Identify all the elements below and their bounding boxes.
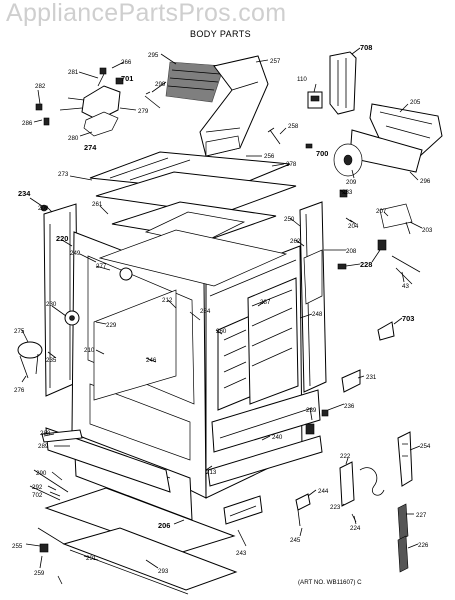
callout-255: 255 — [12, 543, 23, 550]
callout-288: 288 — [40, 430, 51, 437]
callout-290: 290 — [36, 470, 47, 477]
terminal-block-110 — [307, 91, 323, 109]
callout-243: 243 — [236, 550, 247, 557]
callout-223: 223 — [330, 504, 341, 511]
left-knob-parts — [17, 310, 80, 379]
vent-duct — [199, 55, 269, 157]
diagram-title: BODY PARTS — [190, 29, 251, 39]
callout-701: 701 — [121, 74, 133, 83]
callout-228: 228 — [360, 260, 372, 269]
callout-212: 212 — [162, 297, 173, 304]
callout-258: 258 — [288, 123, 299, 130]
callout-262: 262 — [290, 238, 301, 245]
callout-281: 281 — [68, 69, 79, 76]
rear-plate-296 — [333, 129, 423, 177]
callout-283: 283 — [342, 189, 353, 196]
callout-206: 206 — [158, 521, 170, 530]
callout-203: 203 — [422, 227, 433, 234]
drawer-hardware — [29, 429, 83, 585]
regulator-assembly — [35, 67, 161, 137]
callout-226: 226 — [418, 542, 429, 549]
callout-249: 249 — [70, 250, 81, 257]
callout-205: 205 — [410, 99, 421, 106]
callout-293: 293 — [158, 568, 169, 575]
callout-230: 230 — [46, 301, 57, 308]
watermark-text: AppliancePartsPros.com — [6, 0, 286, 27]
lower-right-hardware — [207, 431, 413, 573]
callout-227: 227 — [416, 512, 427, 519]
callout-213: 213 — [206, 469, 217, 476]
main-oven-body — [40, 201, 321, 595]
callout-299: 299 — [155, 81, 166, 88]
callout-291: 291 — [86, 555, 97, 562]
callout-labels: 295 257 708 110 205 266 281 701 299 282 … — [12, 43, 433, 577]
callout-274: 274 — [84, 143, 97, 152]
callout-224: 224 — [350, 525, 361, 532]
back-panel-cover-708 — [329, 51, 357, 115]
callout-209b: 209 — [38, 205, 49, 212]
callout-256: 256 — [264, 153, 275, 160]
callout-296: 296 — [420, 178, 431, 185]
callout-295: 295 — [148, 52, 159, 59]
art-number: (ART NO. WB11607) C — [298, 579, 362, 586]
callout-280: 280 — [68, 135, 79, 142]
callout-702: 702 — [32, 492, 43, 499]
screws-258-700 — [267, 127, 313, 149]
callout-292: 292 — [32, 484, 43, 491]
callout-275: 275 — [14, 328, 25, 335]
callout-709: 209 — [346, 179, 357, 186]
callout-278: 278 — [286, 161, 297, 168]
callout-244: 244 — [318, 488, 329, 495]
callout-239: 239 — [306, 407, 317, 414]
callout-110: 110 — [297, 76, 307, 83]
leader-lines — [21, 47, 423, 569]
callout-276: 276 — [14, 387, 25, 394]
callout-282: 282 — [35, 83, 46, 90]
callout-287: 287 — [260, 299, 271, 306]
callout-250: 250 — [284, 216, 295, 223]
callout-208: 208 — [346, 248, 357, 255]
callout-234: 234 — [18, 189, 31, 198]
callout-248: 248 — [312, 311, 323, 318]
callout-708: 708 — [360, 43, 372, 52]
callout-289: 289 — [38, 443, 49, 450]
callout-245: 245 — [290, 537, 301, 544]
callout-204: 204 — [348, 223, 359, 230]
callout-220: 220 — [56, 234, 68, 243]
callout-279: 279 — [138, 108, 149, 115]
callout-231: 231 — [366, 374, 377, 381]
callout-240: 240 — [272, 434, 283, 441]
callout-261: 261 — [92, 201, 103, 208]
callout-260: 260 — [216, 328, 227, 335]
callout-257: 257 — [270, 58, 281, 65]
side-rail-208 — [299, 201, 327, 393]
callout-246: 246 — [146, 357, 157, 364]
callout-259: 259 — [34, 570, 45, 577]
callout-236: 236 — [344, 403, 355, 410]
callout-266: 266 — [121, 59, 132, 66]
callout-284: 284 — [200, 308, 211, 315]
callout-273: 273 — [58, 171, 69, 178]
callout-700: 700 — [316, 149, 328, 158]
callout-210: 210 — [84, 347, 95, 354]
callout-229: 229 — [106, 322, 117, 329]
callout-254: 254 — [420, 443, 431, 450]
callout-222: 222 — [340, 453, 351, 460]
callout-286: 286 — [22, 120, 33, 127]
callout-207: 207 — [376, 208, 387, 215]
insulation-pad — [165, 61, 225, 103]
callout-277: 277 — [96, 263, 107, 270]
rail-bracket-231 — [341, 369, 361, 393]
callout-703: 703 — [402, 314, 414, 323]
callout-43: 43 — [402, 283, 409, 290]
small-hardware — [305, 189, 421, 435]
callout-235: 235 — [46, 357, 57, 364]
